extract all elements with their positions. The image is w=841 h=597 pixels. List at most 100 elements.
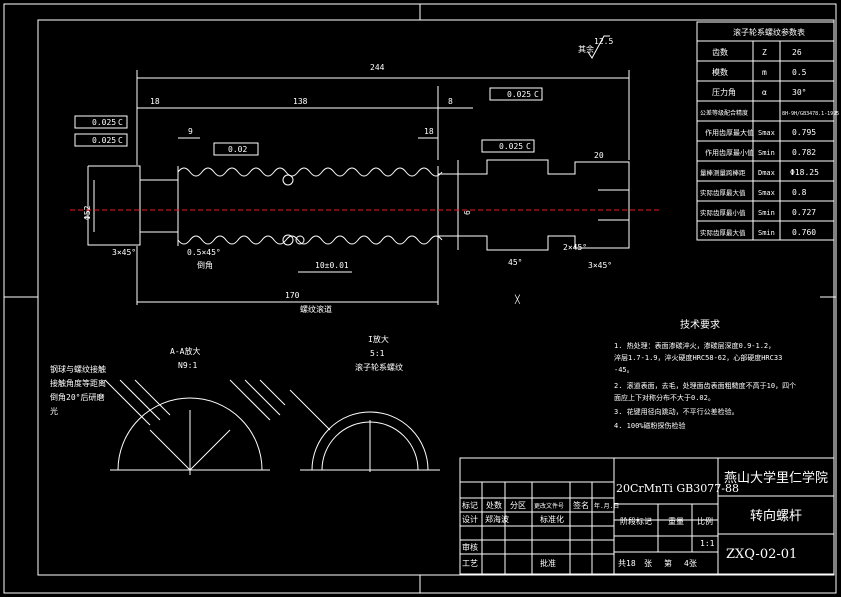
svg-text:0.025: 0.025 (92, 118, 116, 127)
svg-text:接触角度等距离: 接触角度等距离 (50, 378, 106, 388)
svg-text:钢球与螺纹接触: 钢球与螺纹接触 (50, 364, 106, 374)
dim-chamfer-mid: 0.5×45° (187, 248, 221, 257)
svg-text:A-A放大: A-A放大 (170, 346, 200, 356)
param-row-9-val: 0.760 (792, 228, 816, 237)
note-thread-track: 螺纹滚道 (300, 304, 332, 314)
tolerance-frame-5: 0.025 C (481, 139, 535, 153)
param-row-2-name: 压力角 (712, 87, 736, 97)
param-row-3-val: 8H-9H/GB3478.1-1995 (782, 111, 839, 117)
svg-text:标记: 标记 (462, 500, 478, 510)
svg-text:年.月.日: 年.月.日 (594, 502, 619, 510)
svg-text:分区: 分区 (510, 501, 526, 510)
param-row-7-val: 0.8 (792, 188, 807, 197)
svg-text:0.025: 0.025 (507, 90, 531, 99)
svg-text:C: C (526, 142, 531, 151)
dim-chamfer-right: 3×45° (588, 261, 612, 270)
scale: 1:1 (700, 539, 715, 548)
dim-138: 138 (293, 97, 308, 106)
param-row-7-sym: Smax (758, 189, 775, 197)
param-table-title: 滚子轮系螺纹参数表 (733, 27, 805, 37)
dim-overall: 244 (370, 63, 385, 72)
svg-text:-45。: -45。 (614, 366, 634, 374)
school-name: 燕山大学里仁学院 (724, 470, 828, 486)
tech-requirements: 技术要求 1. 热处理：表面渗碳淬火，渗碳层深度0.9-1.2， 淬层1.7-1… (614, 318, 796, 430)
param-row-2-sym: α (762, 88, 767, 97)
part-name: 转向螺杆 (750, 508, 802, 524)
svg-text:批准: 批准 (540, 558, 556, 568)
dim-18-mid: 18 (424, 127, 434, 136)
note-chamfer: 倒角 (197, 260, 213, 270)
section-i-detail: I放大 5:1 滚子轮系螺纹 (289, 334, 440, 472)
param-row-7-name: 实际齿厚最大值 (700, 188, 746, 197)
svg-text:0.02: 0.02 (228, 145, 247, 154)
svg-text:I放大: I放大 (368, 334, 389, 344)
svg-text:4张: 4张 (684, 559, 697, 568)
svg-text:N9:1: N9:1 (178, 361, 197, 370)
roughness-note: 其余 12.5 (578, 35, 613, 59)
roughness-value: 12.5 (594, 37, 613, 46)
roughness-label: 其余 (578, 44, 594, 54)
param-row-0-name: 齿数 (712, 47, 728, 57)
dim-8: 8 (448, 97, 453, 106)
svg-text:第: 第 (664, 558, 672, 568)
svg-text:C: C (118, 136, 123, 145)
svg-text:光: 光 (50, 406, 58, 416)
svg-text:处数: 处数 (486, 500, 502, 510)
svg-text:面应上下对称分布不大于0.02。: 面应上下对称分布不大于0.02。 (614, 393, 715, 402)
param-row-5-name: 作用齿厚最小值 (705, 148, 754, 157)
dim-right-6: 6 (463, 210, 472, 215)
dim-10-tol: 10±0.01 (315, 261, 349, 270)
svg-text:2. 滚道表面，去毛，处理面齿表面粗糙度不高于10，四个: 2. 滚道表面，去毛，处理面齿表面粗糙度不高于10，四个 (614, 381, 796, 390)
svg-text:5:1: 5:1 (370, 349, 385, 358)
param-row-0-val: 26 (792, 48, 802, 57)
param-row-1-val: 0.5 (792, 68, 807, 77)
param-row-1-sym: m (762, 68, 767, 77)
svg-text:1. 热处理：表面渗碳淬火，渗碳层深度0.9-1.2，: 1. 热处理：表面渗碳淬火，渗碳层深度0.9-1.2， (614, 341, 775, 350)
material: 20CrMnTi GB3077-88 (616, 482, 739, 495)
svg-text:C: C (534, 90, 539, 99)
svg-text:重量: 重量 (668, 516, 684, 526)
param-row-0-sym: Z (762, 48, 767, 57)
tolerance-frame-3: 0.02 (213, 142, 259, 156)
svg-text:0.025: 0.025 (499, 142, 523, 151)
tech-title: 技术要求 (680, 318, 720, 331)
svg-text:4. 100%磁粉探伤检验: 4. 100%磁粉探伤检验 (614, 421, 686, 430)
drawing-no: ZXQ-02-01 (726, 547, 797, 562)
param-row-3-name: 公差等级配合精度 (700, 109, 748, 117)
svg-text:淬层1.7-1.9，淬火硬度HRC58-62，心部硬度HRC: 淬层1.7-1.9，淬火硬度HRC58-62，心部硬度HRC33 (614, 353, 782, 362)
param-row-8-name: 实际齿厚最小值 (700, 208, 746, 217)
param-row-4-sym: Smax (758, 129, 775, 137)
svg-text:更改文件号: 更改文件号 (534, 502, 564, 510)
left-notes: 钢球与螺纹接触 接触角度等距离 倒角20°后研磨 光 (50, 364, 106, 416)
dim-phi52: Φ52 (83, 205, 92, 220)
param-row-4-val: 0.795 (792, 128, 816, 137)
title-block: 标记 处数 分区 更改文件号 签名 年.月.日 设计 郑海波 标准化 审核 工艺… (459, 457, 835, 575)
svg-text:工艺: 工艺 (462, 559, 478, 568)
section-x-mark: ╳ (514, 294, 521, 304)
dim-170: 170 (285, 291, 300, 300)
tolerance-frame-2: 0.025 C (74, 133, 128, 147)
designer: 郑海波 (485, 514, 509, 524)
svg-text:共18: 共18 (618, 559, 636, 568)
svg-text:审核: 审核 (462, 542, 478, 552)
svg-text:标准化: 标准化 (540, 514, 564, 524)
param-row-6-name: 量棒测量跨棒距 (700, 168, 746, 177)
param-row-4-name: 作用齿厚最大值 (705, 128, 754, 137)
param-row-9-sym: Smin (758, 229, 775, 237)
dim-20: 20 (594, 151, 604, 160)
tolerance-frame-4: 0.025 C (489, 87, 543, 101)
main-view: 244 18 138 9 8 18 20 Φ52 3×45° 0.5×45° 倒… (70, 63, 660, 314)
param-row-5-val: 0.782 (792, 148, 816, 157)
svg-text:3. 花键用径向跳动，不平行公差检验。: 3. 花键用径向跳动，不平行公差检验。 (614, 407, 739, 416)
svg-text:比例: 比例 (697, 516, 713, 526)
section-a-a: A-A放大 N9:1 (104, 346, 286, 475)
param-table: 滚子轮系螺纹参数表 齿数 Z 26 模数 m 0.5 压力角 α 30° 公差等… (696, 21, 839, 241)
dim-angle: 45° (508, 258, 522, 267)
param-row-8-val: 0.727 (792, 208, 816, 217)
dim-chamfer-right-2: 2×45° (563, 243, 587, 252)
svg-text:滚子轮系螺纹: 滚子轮系螺纹 (355, 362, 403, 372)
param-row-5-sym: Smin (758, 149, 775, 157)
svg-text:张: 张 (644, 559, 652, 568)
dim-9: 9 (188, 127, 193, 136)
